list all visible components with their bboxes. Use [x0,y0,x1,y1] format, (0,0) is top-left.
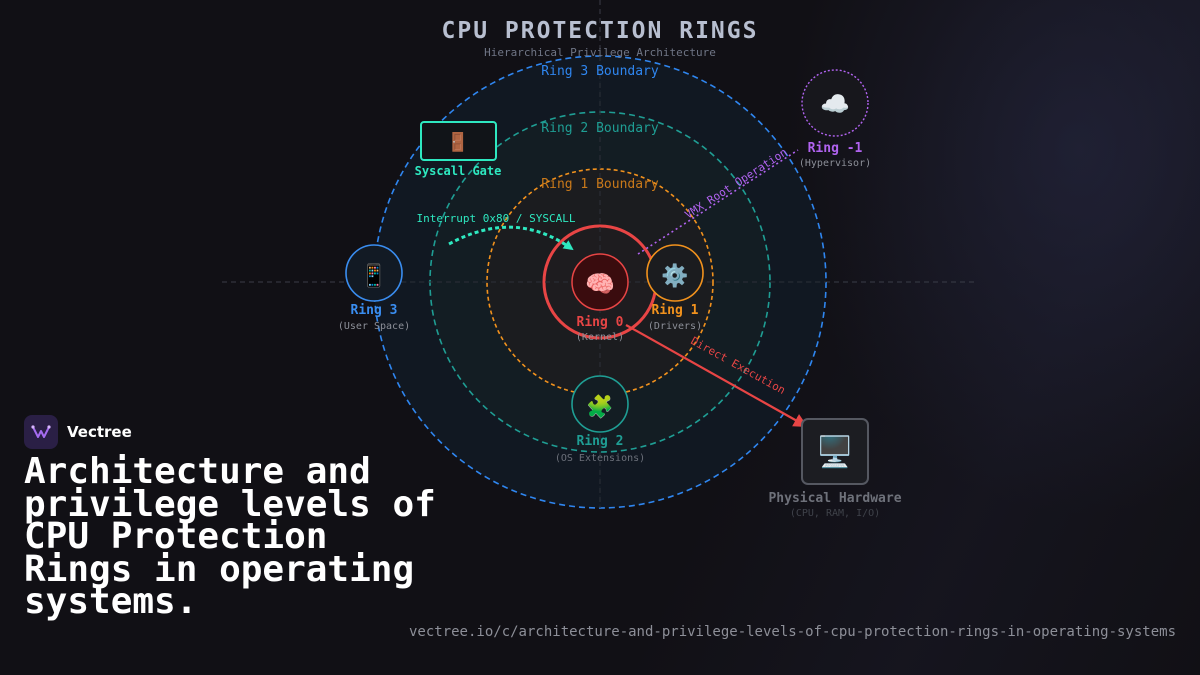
brand-name: Vectree [67,423,132,441]
door-icon: 🚪 [447,131,469,153]
puzzle-icon: 🧩 [586,394,613,420]
ring0-node [571,253,629,311]
hypervisor-label: Ring -1 [808,141,863,156]
syscall-gate-box [420,121,497,161]
ring3-node [345,244,403,302]
ring0-label: Ring 0 [577,315,624,330]
gear-icon: ⚙️ [661,263,688,289]
ring2-label: Ring 2 [577,434,624,449]
ring2-sublabel: (OS Extensions) [555,453,645,464]
ring3-sublabel: (User Space) [338,321,410,332]
direct-execution-arrow [625,324,808,427]
hypervisor-node [801,69,869,137]
ring3-label: Ring 3 [351,303,398,318]
interrupt-syscall-arrow [448,225,574,251]
brand[interactable]: Vectree [24,415,132,449]
ring1-sublabel: (Drivers) [648,321,702,332]
syscall-gate-label: Syscall Gate [415,164,502,178]
physical-hardware-label: Physical Hardware [768,491,901,506]
diagram-subtitle: Hierarchical Privilege Architecture [484,46,716,59]
page-headline: Architecture and privilege levels of CPU… [24,451,436,622]
ring1-label: Ring 1 [652,303,699,318]
diagram-title: CPU PROTECTION RINGS [441,18,759,44]
ring0-sublabel: (Kernel) [576,332,624,343]
physical-hardware-box [801,418,869,485]
source-url[interactable]: vectree.io/c/architecture-and-privilege-… [408,624,1176,640]
desktop-computer-icon: 🖥️ [816,434,853,470]
cloud-icon: ☁️ [820,90,850,118]
ring1-boundary-label: Ring 1 Boundary [541,177,659,192]
ring1-node [646,244,704,302]
ring2-boundary-label: Ring 2 Boundary [541,121,659,136]
hypervisor-sublabel: (Hypervisor) [799,158,871,169]
vmx-root-operation-line [637,149,799,255]
ring2-node [571,375,629,433]
vectree-logo-icon [24,415,58,449]
ring3-boundary-label: Ring 3 Boundary [541,64,659,79]
physical-hardware-sublabel: (CPU, RAM, I/O) [790,508,880,519]
mobile-phone-icon: 📱 [360,263,387,289]
brain-icon: 🧠 [585,270,615,298]
interrupt-syscall-label: Interrupt 0x80 / SYSCALL [417,212,576,225]
